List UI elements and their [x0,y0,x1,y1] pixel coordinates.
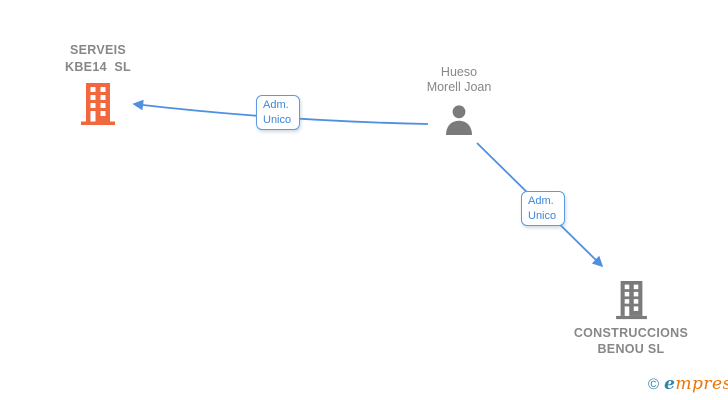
person-name: Hueso Morell Joan [427,65,492,94]
building-icon [615,281,647,320]
person-icon [446,105,472,135]
node-person-hueso-morell-joan[interactable]: Hueso Morell Joan [394,65,524,135]
person-icon-shapes [446,105,472,135]
copyright-icon: © [648,376,660,393]
edge-label-line1: Adm. [528,195,554,207]
brand-rest: mpresia [675,374,728,394]
building-icon-shapes [615,281,647,320]
edge-label-line2: Unico [528,209,557,222]
building-icon-shapes [81,83,115,125]
company-name-line1: CONSTRUCCIONS [573,326,689,340]
company-name-construccions: CONSTRUCCIONS BENOU SL [574,326,688,357]
company-name-line2: KBE14 SL [65,60,131,74]
edge-label-line2: Unico [263,113,292,126]
company-name-serveis: SERVEIS KBE14 SL [65,42,131,76]
brand-first-letter: e [664,374,676,394]
person-name-line1: Hueso [440,65,478,79]
node-company-construccions-benou[interactable]: CONSTRUCCIONS BENOU SL [566,281,696,357]
person-name-line2: Morell Joan [426,79,492,94]
building-icon [81,83,115,125]
company-name-line2: BENOU SL [597,341,665,356]
edge-label-adm-unico-construccions[interactable]: Adm. Unico [521,191,565,226]
company-name-line1: SERVEIS [69,43,127,57]
node-company-serveis-kbe14[interactable]: SERVEIS KBE14 SL [33,42,163,126]
empresia-logo[interactable]: © empresia [648,374,728,394]
edge-label-adm-unico-serveis[interactable]: Adm. Unico [256,95,300,130]
edge-label-line1: Adm. [263,99,289,111]
empresia-wordmark: empresia [664,374,728,394]
